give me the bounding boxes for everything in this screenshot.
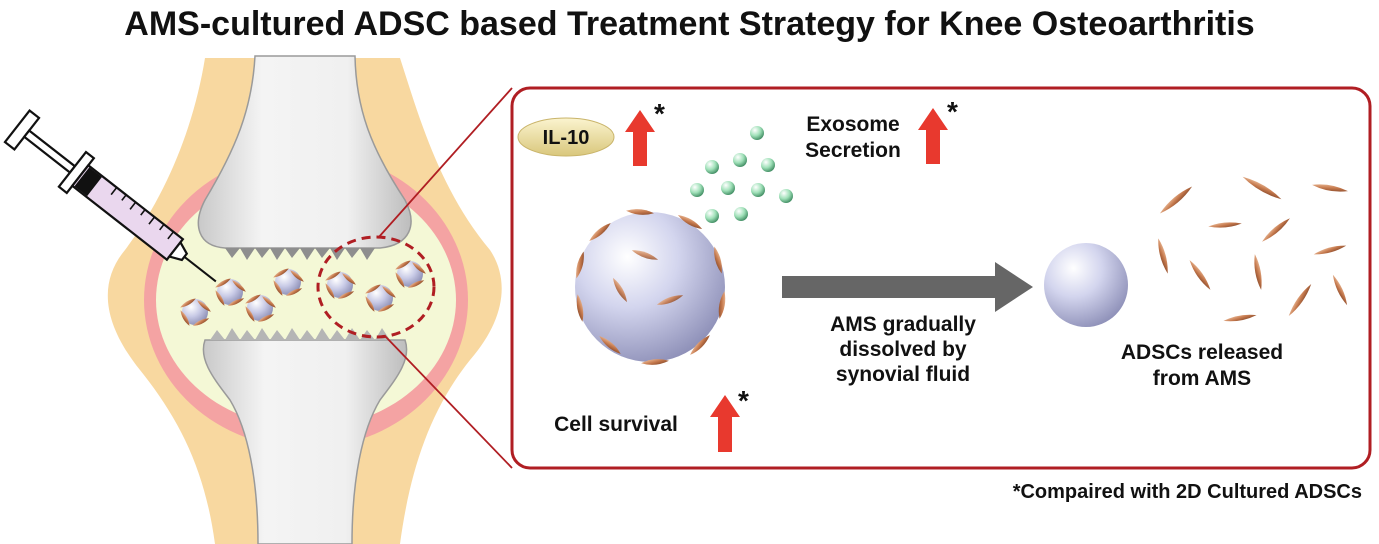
il10-label: IL-10 xyxy=(543,127,590,149)
process-label-line3: synovial fluid xyxy=(836,363,970,386)
exosome-label-line2: Secretion xyxy=(805,139,901,162)
zoom-circle xyxy=(316,235,436,339)
process-arrow xyxy=(782,262,1033,312)
tibia-cartilage xyxy=(210,328,400,340)
released-label-line1: ADSCs released xyxy=(1121,341,1283,364)
process-label-line2: dissolved by xyxy=(839,338,967,361)
zoom-line-bottom xyxy=(384,335,513,469)
il10-asterisk: * xyxy=(654,98,665,129)
cell-survival-up-arrow xyxy=(710,395,740,452)
footnote: *Compaired with 2D Cultured ADSCs xyxy=(1013,481,1362,503)
exosome-up-arrow xyxy=(918,108,948,164)
exosome-asterisk: * xyxy=(947,96,958,127)
il10-up-arrow xyxy=(625,110,655,166)
ams-with-adscs xyxy=(573,208,728,366)
zoom-line-top xyxy=(377,87,513,239)
exosome-particles xyxy=(690,126,793,223)
femur-cartilage xyxy=(225,248,380,260)
figure-title: AMS-cultured ADSC based Treatment Strate… xyxy=(124,5,1255,43)
syringe-illustration xyxy=(3,109,217,283)
released-label-line2: from AMS xyxy=(1153,367,1251,390)
knee-joint-illustration xyxy=(107,55,513,544)
il10-badge: IL-10 xyxy=(517,117,615,157)
tibia-bone xyxy=(202,339,408,544)
process-label-line1: AMS gradually xyxy=(830,313,976,336)
cell-survival-asterisk: * xyxy=(738,385,749,416)
cell-survival-label: Cell survival xyxy=(554,413,678,436)
exosome-label-line1: Exosome xyxy=(806,113,899,136)
dissolved-ams-sphere xyxy=(1044,243,1128,327)
